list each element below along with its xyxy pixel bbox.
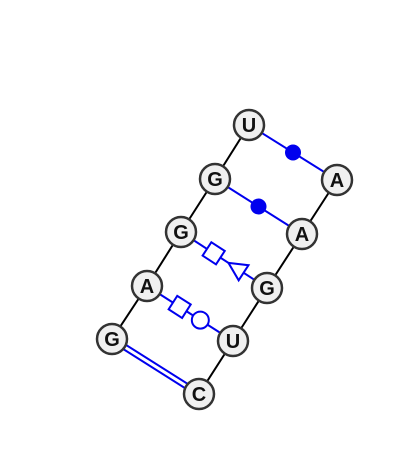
nucleotide-circle bbox=[285, 217, 319, 251]
nucleotide-node: G bbox=[164, 215, 198, 249]
nucleotide-label: G bbox=[207, 169, 223, 191]
nucleotide-node: G bbox=[95, 322, 129, 356]
nucleotide-label: U bbox=[242, 115, 256, 137]
base-pair bbox=[180, 231, 268, 289]
nucleotide-label: G bbox=[173, 222, 189, 244]
nucleotide-label: A bbox=[140, 276, 154, 298]
nucleotide-node: A bbox=[130, 269, 164, 303]
base-pair bbox=[110, 336, 201, 397]
nucleotide-label: G bbox=[259, 278, 275, 300]
nucleotide-circle bbox=[95, 322, 129, 356]
nucleotide-circle bbox=[232, 108, 266, 142]
triangle-glyph bbox=[226, 261, 251, 283]
square-glyph bbox=[201, 240, 227, 266]
nucleotide-circle bbox=[216, 324, 250, 358]
nucleotide-label: G bbox=[104, 329, 120, 351]
nucleotide-circle bbox=[250, 271, 284, 305]
nucleotide-circle bbox=[164, 215, 198, 249]
open-circle-glyph bbox=[190, 310, 210, 330]
base-pair bbox=[214, 178, 303, 235]
nucleotide-node: U bbox=[232, 108, 266, 142]
nucleotide-circle bbox=[320, 163, 354, 197]
square-glyph bbox=[167, 294, 193, 320]
pair-line bbox=[180, 231, 268, 289]
nucleotide-node: C bbox=[182, 377, 216, 411]
base-pair-layer bbox=[110, 124, 338, 397]
nucleotide-circle bbox=[130, 269, 164, 303]
nucleotide-node: G bbox=[250, 271, 284, 305]
nucleotide-node: A bbox=[285, 217, 319, 251]
base-pair bbox=[146, 285, 234, 342]
nucleotide-node: A bbox=[320, 163, 354, 197]
nucleotide-label: A bbox=[330, 170, 344, 192]
pair-line bbox=[110, 340, 199, 397]
nucleotide-label: U bbox=[226, 331, 240, 353]
base-pair bbox=[248, 124, 338, 181]
nucleotide-node: U bbox=[216, 324, 250, 358]
pair-line bbox=[146, 285, 234, 342]
nucleotide-layer: G A G G U A A G U C bbox=[95, 108, 354, 411]
nucleotide-circle bbox=[182, 377, 216, 411]
pair-line bbox=[112, 336, 201, 393]
nucleotide-label: C bbox=[192, 384, 206, 406]
filled-circle-glyph bbox=[285, 144, 301, 161]
nucleotide-circle bbox=[198, 162, 232, 196]
nucleotide-label: A bbox=[295, 224, 309, 246]
nucleotide-node: G bbox=[198, 162, 232, 196]
filled-circle-glyph bbox=[250, 198, 267, 215]
